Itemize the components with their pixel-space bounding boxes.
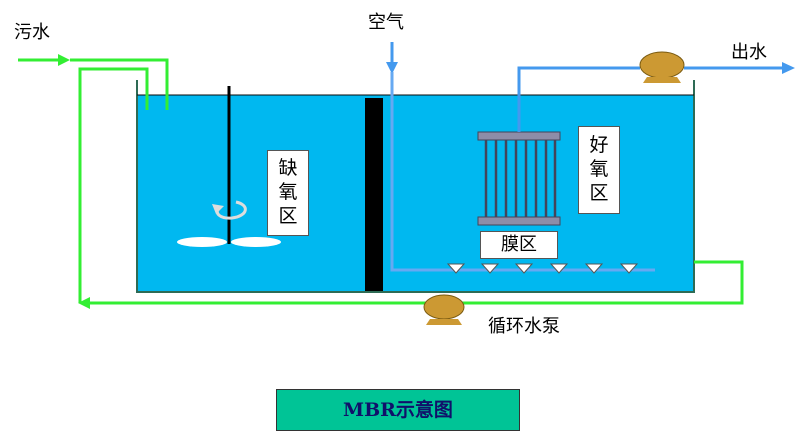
sewage-label: 污水 bbox=[14, 22, 50, 43]
rotation-arrow-head-icon bbox=[212, 204, 224, 214]
anoxic-char: 区 bbox=[278, 205, 298, 227]
sewage-arrow-icon bbox=[58, 54, 70, 66]
membrane-top-plate bbox=[477, 131, 561, 141]
anoxic-zone-label: 缺 氧 区 bbox=[267, 150, 309, 236]
effluent-label: 出水 bbox=[731, 42, 767, 63]
membrane-bottom-plate bbox=[477, 216, 561, 226]
circulation-pump-icon bbox=[423, 294, 465, 320]
effluent-arrow-icon bbox=[782, 62, 795, 74]
aerator-icon bbox=[584, 263, 604, 274]
aerator-icon bbox=[619, 263, 639, 274]
aerobic-char: 氧 bbox=[589, 158, 609, 180]
aerator-icon bbox=[446, 263, 466, 274]
aerator-icon bbox=[480, 263, 500, 274]
partition-wall bbox=[365, 98, 383, 291]
recirculation-line bbox=[88, 260, 744, 305]
recirculation-riser bbox=[78, 67, 149, 303]
membrane-fibers bbox=[484, 140, 557, 217]
circulation-pump-base bbox=[426, 319, 462, 325]
effluent-pump-base bbox=[643, 77, 681, 83]
recirculation-arrow-icon bbox=[78, 297, 90, 309]
diagram-caption: MBR示意图 bbox=[276, 389, 520, 431]
aerator-icon bbox=[549, 263, 569, 274]
aerator-icon bbox=[514, 263, 534, 274]
tank-wall bbox=[136, 80, 695, 293]
inlet-pipe bbox=[70, 58, 169, 110]
aerobic-char: 区 bbox=[589, 182, 609, 204]
circulation-pump-label: 循环水泵 bbox=[488, 316, 560, 337]
anoxic-char: 缺 bbox=[278, 157, 298, 179]
air-arrow-icon bbox=[386, 62, 398, 74]
aerobic-zone-label: 好 氧 区 bbox=[578, 126, 620, 214]
effluent-pipe bbox=[517, 66, 640, 132]
air-pipe bbox=[390, 72, 655, 272]
membrane-zone-label: 膜区 bbox=[480, 231, 558, 259]
aerobic-char: 好 bbox=[589, 134, 609, 156]
mixer-blade-right bbox=[231, 237, 281, 247]
anoxic-char: 氧 bbox=[278, 181, 298, 203]
mixer-blade-left bbox=[177, 237, 227, 247]
air-label: 空气 bbox=[368, 12, 404, 33]
effluent-pump-icon bbox=[639, 51, 685, 79]
